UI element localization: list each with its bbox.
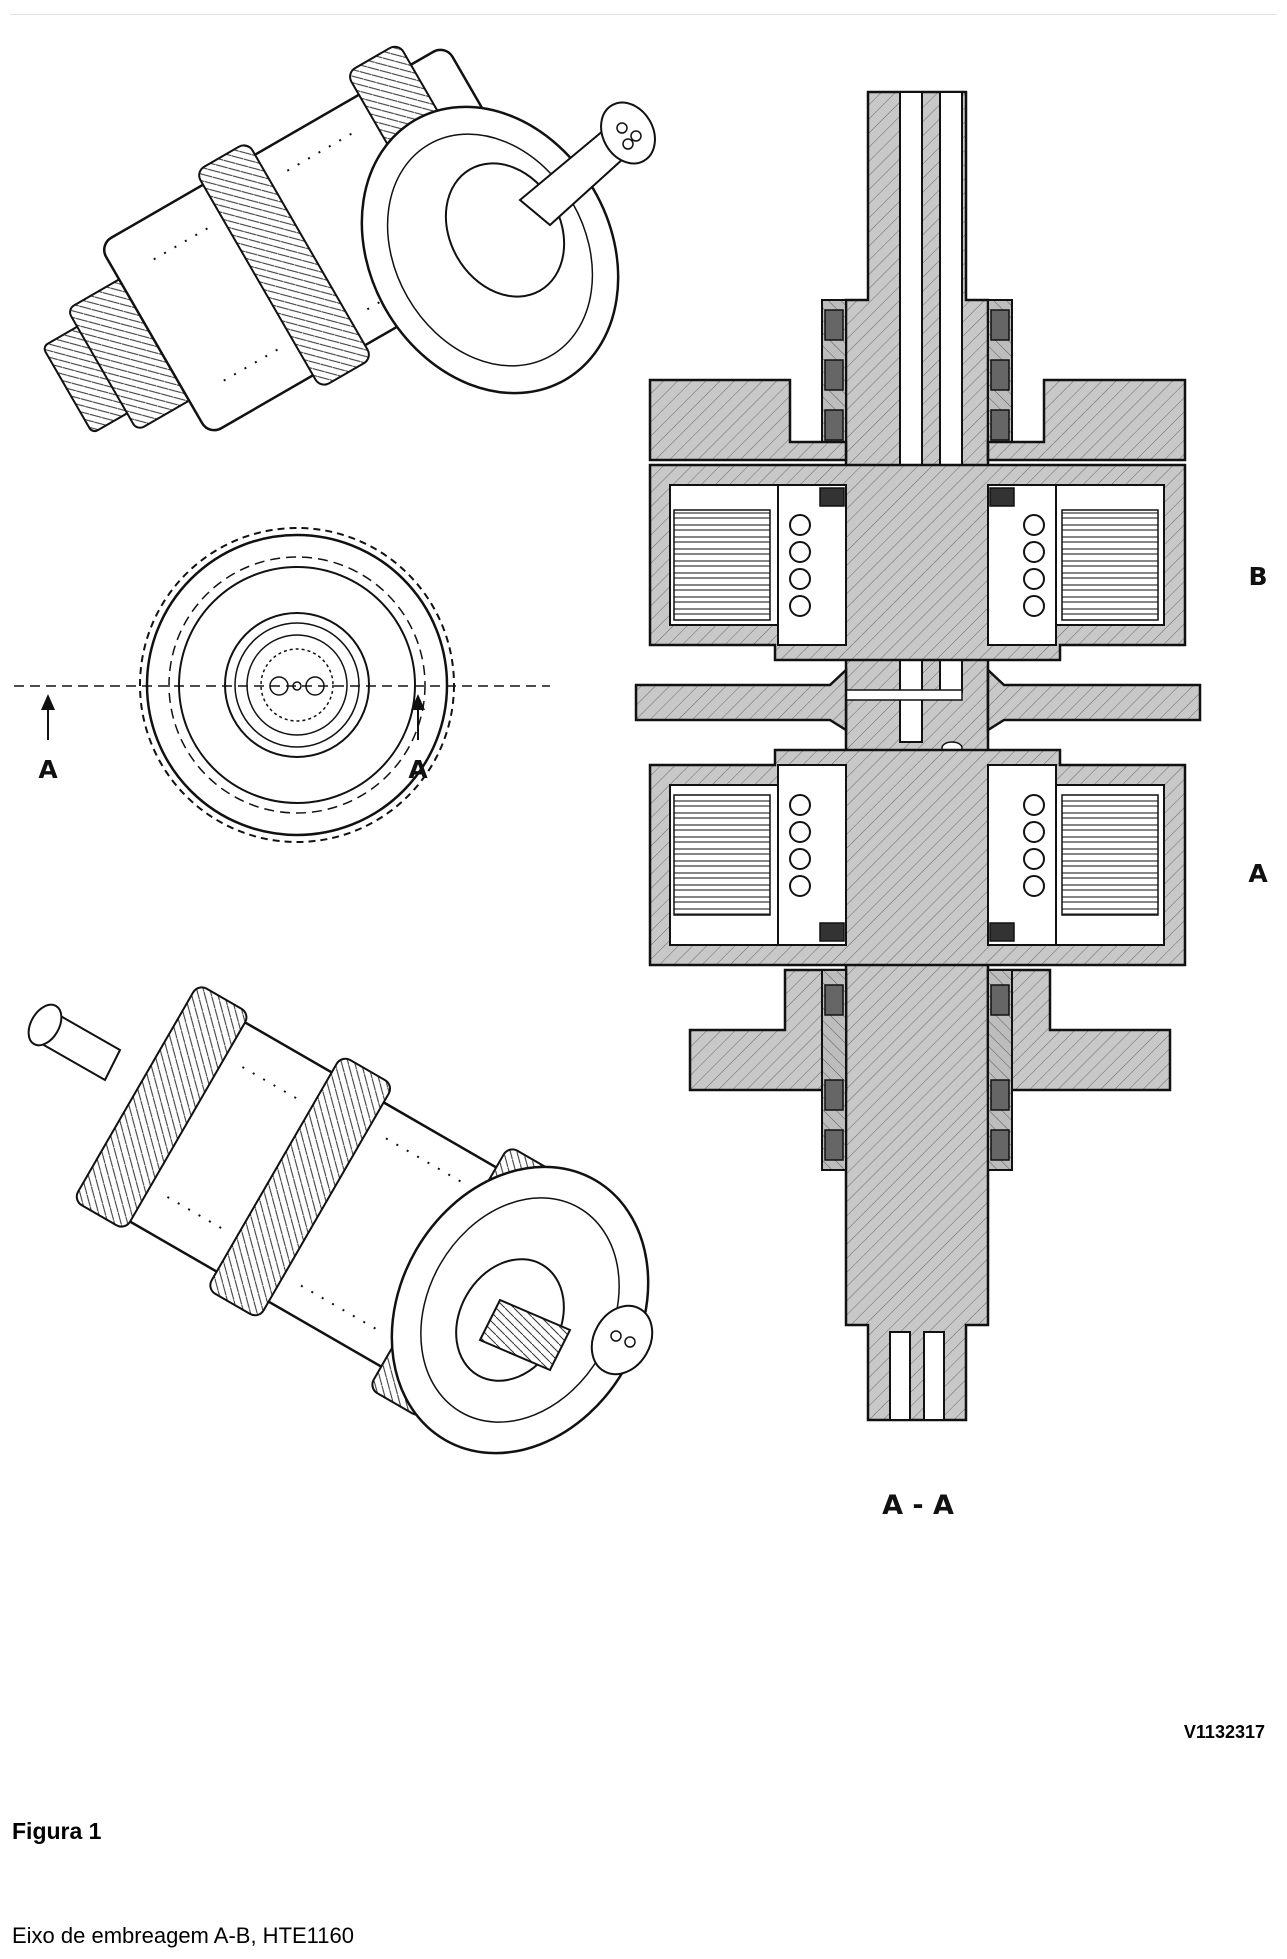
section-title: A - A: [882, 1490, 954, 1521]
figure-code: V1132317: [1183, 1722, 1265, 1742]
front-view: A A: [14, 527, 550, 843]
clutch-shaft-figure: A A: [10, 30, 1277, 1750]
isometric-view-top: [43, 45, 656, 433]
figure-caption-text: Eixo de embreagem A-B, HTE1160: [12, 1923, 354, 1948]
top-divider: [10, 14, 1277, 15]
section-view-a-a: B A A - A: [634, 90, 1268, 1521]
section-mark-right: A: [408, 755, 428, 784]
section-mark-left: A: [38, 755, 58, 784]
isometric-view-bottom: [27, 986, 654, 1455]
figure-caption-title: Figura 1: [12, 1818, 102, 1844]
clutch-label-a: A: [1248, 859, 1268, 888]
figure-drawing: A A: [14, 45, 1268, 1521]
clutch-label-b: B: [1248, 562, 1267, 591]
